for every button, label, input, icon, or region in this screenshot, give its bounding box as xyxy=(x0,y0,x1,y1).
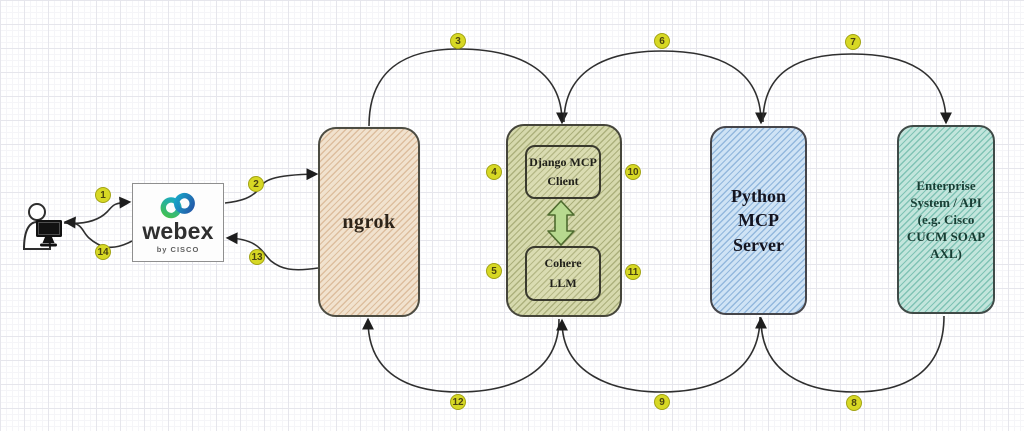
node-enterprise-system: Enterprise System / API (e.g. Cisco CUCM… xyxy=(897,125,995,314)
node-django-mcp-client: Django MCP Client xyxy=(525,145,601,199)
node-cohere-llm: Cohere LLM xyxy=(525,246,601,301)
step-badge-4: 4 xyxy=(486,164,502,180)
step-badge-5: 5 xyxy=(486,263,502,279)
node-webex: webex by CISCO xyxy=(132,183,224,262)
ngrok-label: ngrok xyxy=(342,210,396,233)
django-mcp-client-label: Django MCP Client xyxy=(529,154,597,188)
step-badge-7: 7 xyxy=(845,34,861,50)
cohere-llm-label: Cohere LLM xyxy=(544,256,582,290)
webex-logo-icon xyxy=(160,192,195,218)
enterprise-system-label: Enterprise System / API (e.g. Cisco CUCM… xyxy=(906,177,986,262)
step-badge-12: 12 xyxy=(450,394,466,410)
flow-arrow-3-ngrok-to-client xyxy=(368,48,568,127)
step-badge-9: 9 xyxy=(654,394,670,410)
flow-arrow-12-client-to-ngrok xyxy=(362,317,560,393)
flow-arrow-8-enterprise-to-server xyxy=(755,315,945,393)
person-icon xyxy=(22,203,62,250)
python-mcp-server-label: Python MCP Server xyxy=(730,186,786,255)
flow-arrow-7-server-to-enterprise xyxy=(762,53,952,125)
flow-arrow-9-server-to-client xyxy=(556,316,761,393)
step-badge-14: 14 xyxy=(95,244,111,260)
step-badge-3: 3 xyxy=(450,33,466,49)
bidirectional-arrow-icon xyxy=(547,200,575,246)
flow-arrow-6-client-to-server xyxy=(563,50,767,125)
step-badge-13: 13 xyxy=(249,249,265,265)
step-badge-8: 8 xyxy=(846,395,862,411)
step-badge-1: 1 xyxy=(95,187,111,203)
webex-brand-text: webex xyxy=(142,217,214,244)
node-python-mcp-server: Python MCP Server xyxy=(710,126,807,315)
step-badge-2: 2 xyxy=(248,176,264,192)
step-badge-6: 6 xyxy=(654,33,670,49)
person-head xyxy=(28,203,46,221)
flow-arrow-14-webex-to-user xyxy=(63,216,133,249)
flow-arrow-1-user-to-webex xyxy=(63,196,132,225)
step-badge-10: 10 xyxy=(625,164,641,180)
webex-byline-text: by CISCO xyxy=(156,244,200,254)
step-badge-11: 11 xyxy=(625,264,641,280)
flow-arrow-13-ngrok-to-webex xyxy=(225,232,319,271)
flow-arrow-2-webex-to-ngrok xyxy=(224,168,319,204)
node-ngrok: ngrok xyxy=(318,127,420,317)
monitor-icon xyxy=(36,220,62,247)
